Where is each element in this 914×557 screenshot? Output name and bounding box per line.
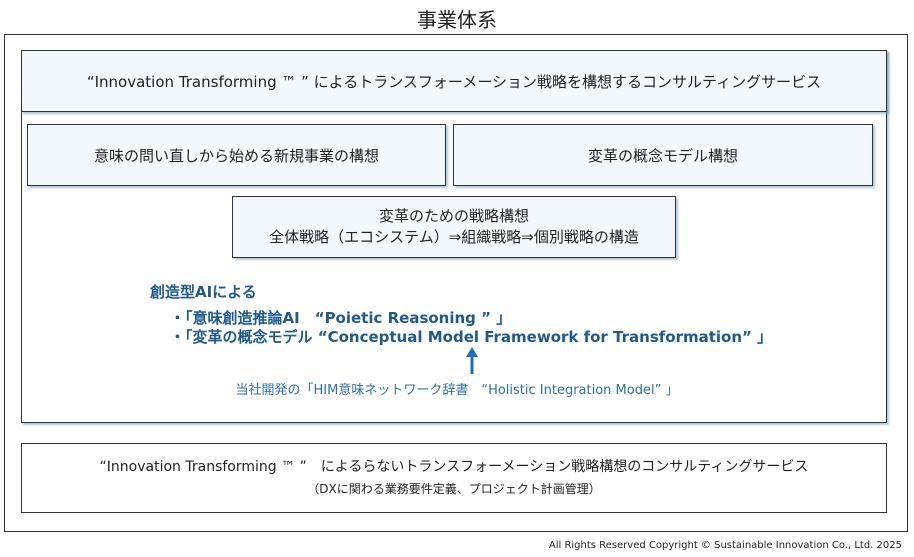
strategy-box: 変革のための戦略構想全体戦略（エコシステム）⇒組織戦略⇒個別戦略の構造 [232, 196, 676, 258]
bottom-service-text: “Innovation Transforming ™ ” によるらないトランスフ… [99, 459, 809, 475]
conceptual-model-text: 変革の概念モデル構想 [587, 146, 738, 165]
conceptual-model-box: 変革の概念モデル構想 [453, 124, 873, 186]
strategy-line2: 全体戦略（エコシステム）⇒組織戦略⇒個別戦略の構造 [269, 228, 639, 246]
copyright: All Rights Reserved Copyright © Sustaina… [548, 540, 902, 551]
ai-item-text: 「意味創造推論AI “Poietic Reasoning ” 」 [185, 309, 512, 327]
source-note: 当社開発の「HIM意味ネットワーク辞書 “Holistic Integratio… [235, 383, 679, 398]
bullet: ・ [170, 328, 186, 346]
outer-frame [4, 34, 908, 532]
ai-item: ・「変革の概念モデル “Conceptual Model Framework f… [170, 326, 772, 347]
ai-item-text: 「変革の概念モデル “Conceptual Model Framework fo… [185, 328, 773, 346]
ai-item: ・「意味創造推論AI “Poietic Reasoning ” 」 [170, 307, 511, 328]
bottom-service-box: “Innovation Transforming ™ ” によるらないトランスフ… [21, 443, 887, 513]
bottom-service-subtext: （DXに関わる業務要件定義、プロジェクト計画管理） [307, 482, 601, 496]
top-service-text: “Innovation Transforming ™ ” によるトランスフォーメ… [86, 72, 822, 91]
bullet: ・ [170, 309, 186, 327]
new-business-text: 意味の問い直しから始める新規事業の構想 [93, 146, 379, 165]
up-arrow-icon [466, 347, 478, 374]
top-service-box: “Innovation Transforming ™ ” によるトランスフォーメ… [21, 50, 887, 112]
strategy-line1: 変革のための戦略構想 [378, 207, 529, 225]
new-business-box: 意味の問い直しから始める新規事業の構想 [27, 124, 446, 186]
ai-heading: 創造型AIによる [150, 283, 257, 301]
diagram-title: 事業体系 [417, 8, 497, 32]
